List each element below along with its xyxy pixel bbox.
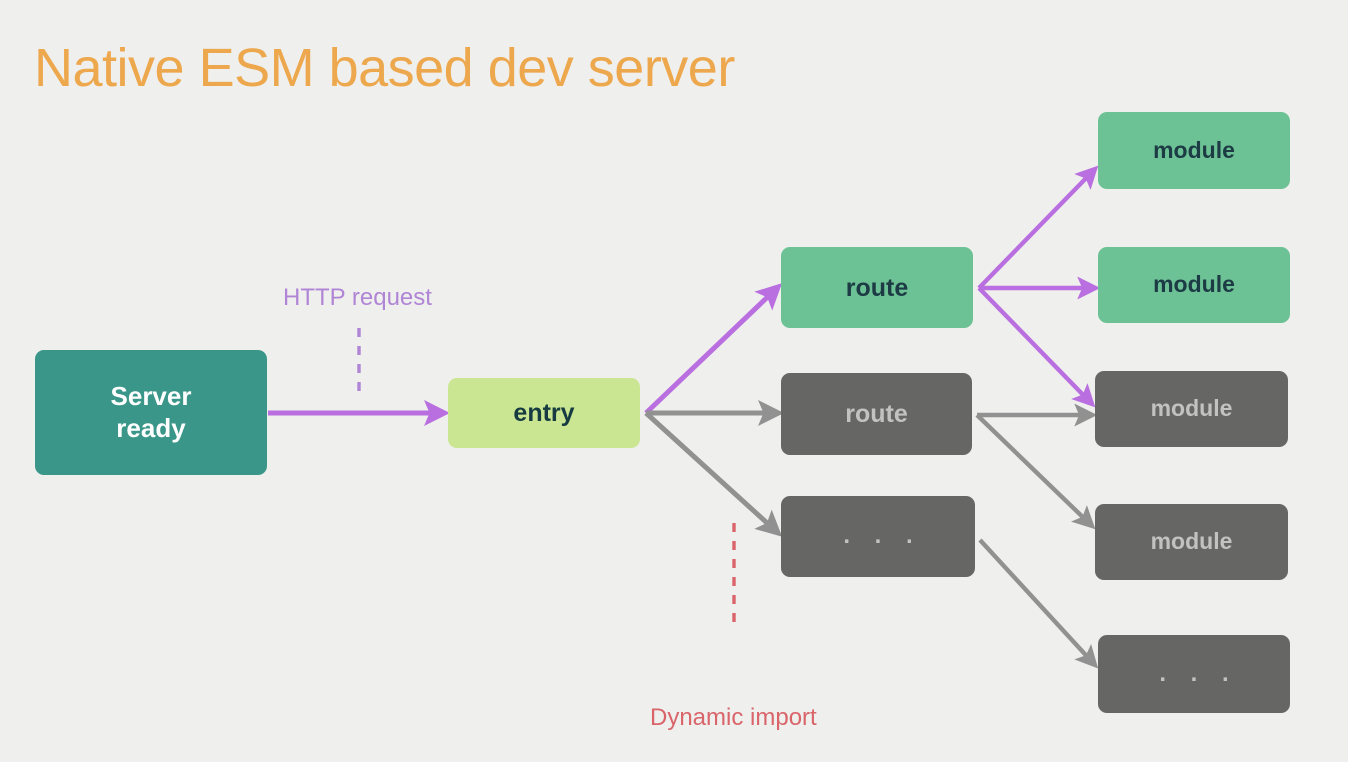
node-route-green-label: route <box>845 273 909 302</box>
node-ellipsis-mid-label: . . . <box>843 522 922 550</box>
node-server-ready-label: Server ready <box>111 381 192 443</box>
node-module-1-label: module <box>1153 136 1235 163</box>
edge-entry-to-route-green <box>644 283 783 415</box>
node-module-1[interactable]: module <box>1098 112 1290 189</box>
edge-route-gray-to-module-4 <box>975 413 1096 530</box>
edge-ellipsis-to-ellipsis <box>978 538 1099 669</box>
node-module-3[interactable]: module <box>1095 371 1288 447</box>
node-ellipsis-end-label: . . . <box>1159 659 1238 687</box>
node-entry[interactable]: entry <box>448 378 640 448</box>
node-server-ready[interactable]: Server ready <box>35 350 267 475</box>
edge-route-green-to-module-1 <box>977 165 1099 290</box>
node-server-ready-line1: Server <box>110 381 192 412</box>
node-server-ready-line2: ready <box>116 412 186 443</box>
edge-entry-to-ellipsis-mid <box>644 411 783 537</box>
node-route-gray[interactable]: route <box>781 373 972 455</box>
dynamic-import-label: Dynamic import (code split point) <box>650 642 826 762</box>
edge-route-green-to-module-3 <box>977 286 1096 408</box>
node-module-3-label: module <box>1150 395 1233 422</box>
dynamic-import-line1: Dynamic import <box>650 704 817 732</box>
http-request-label: HTTP request <box>283 284 432 311</box>
node-ellipsis-end[interactable]: . . . <box>1098 635 1290 713</box>
node-entry-label: entry <box>513 399 575 427</box>
page-title: Native ESM based dev server <box>34 38 735 98</box>
node-module-4[interactable]: module <box>1095 504 1288 580</box>
node-module-2-label: module <box>1153 271 1235 298</box>
node-ellipsis-mid[interactable]: . . . <box>781 496 975 577</box>
node-route-gray-label: route <box>845 400 908 428</box>
node-route-green[interactable]: route <box>781 247 973 328</box>
node-module-2[interactable]: module <box>1098 247 1290 323</box>
node-module-4-label: module <box>1150 528 1233 555</box>
